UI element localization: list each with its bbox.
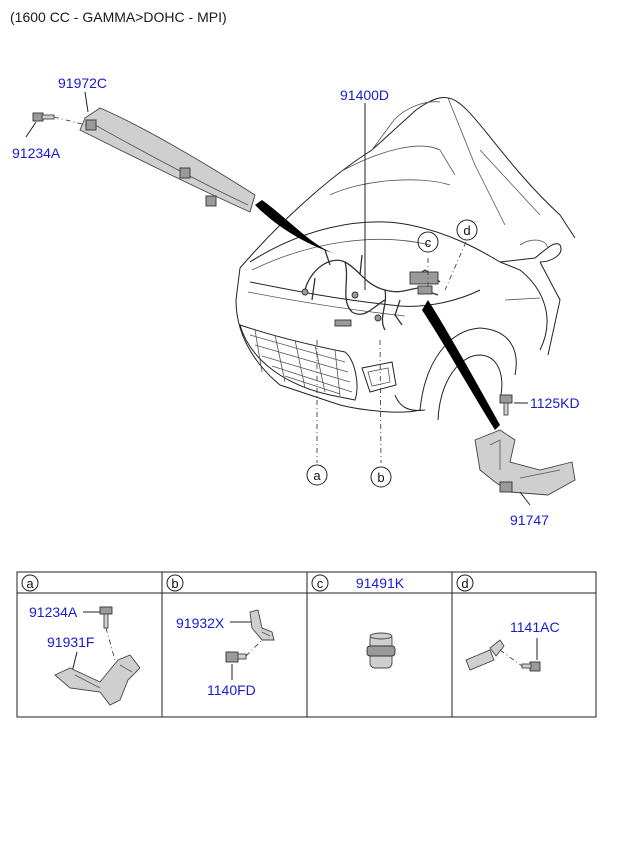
engine-spec-header: (1600 CC - GAMMA>DOHC - MPI) xyxy=(10,9,227,25)
detail-a-part-91931f: 91931F xyxy=(47,634,94,650)
detail-table: a 91234A 91931F b 91932X 1140FD xyxy=(16,571,597,718)
pointer-wedge-top xyxy=(255,200,340,255)
pointer-wedge-right xyxy=(422,300,500,430)
detail-a-part-91234a: 91234A xyxy=(29,604,78,620)
detail-cell-d: d 1141AC xyxy=(456,574,560,672)
bracket-91747 xyxy=(474,429,576,496)
svg-text:a: a xyxy=(313,468,321,483)
front-grille xyxy=(239,324,358,401)
detail-cell-b: b 91932X 1140FD xyxy=(166,574,275,698)
bolt-91234a-detail-icon xyxy=(99,606,113,629)
callout-1125kd: 1125KD xyxy=(530,395,580,411)
detail-b-part-91932x: 91932X xyxy=(176,615,225,631)
protector-91972c xyxy=(79,107,256,213)
vehicle-front-illustration xyxy=(235,97,576,421)
bracket-d-icon xyxy=(465,639,505,671)
callout-91234a-top: 91234A xyxy=(12,145,61,161)
svg-text:c: c xyxy=(425,235,432,250)
marker-d: d xyxy=(456,219,478,241)
svg-text:d: d xyxy=(463,223,470,238)
detail-c-title-91491k: 91491K xyxy=(356,575,405,591)
bolt-91234a-icon xyxy=(32,112,87,126)
bracket-91931f-icon xyxy=(54,654,141,706)
bolt-1140fd-icon xyxy=(225,651,247,663)
clip-91932x-icon xyxy=(249,609,275,641)
svg-text:a: a xyxy=(26,576,34,591)
detail-cell-a: a 91234A 91931F xyxy=(21,574,141,706)
bolt-1125kd-icon xyxy=(499,394,513,416)
marker-c: c xyxy=(417,231,439,253)
bolt-1141ac-icon xyxy=(521,661,541,672)
svg-text:c: c xyxy=(317,576,324,591)
detail-b-part-1140fd: 1140FD xyxy=(207,682,256,698)
marker-b: b xyxy=(370,466,392,488)
callout-91400d: 91400D xyxy=(340,87,389,103)
svg-text:d: d xyxy=(461,576,468,591)
detail-d-part-1141ac: 1141AC xyxy=(510,619,560,635)
grommet-91491k-icon xyxy=(366,632,396,669)
svg-text:b: b xyxy=(377,470,384,485)
svg-text:b: b xyxy=(171,576,178,591)
callout-91747: 91747 xyxy=(510,512,549,528)
detail-cell-c: c 91491K xyxy=(311,574,405,669)
callout-91972c: 91972C xyxy=(58,75,107,91)
marker-a: a xyxy=(306,464,328,486)
engine-wiring-harness xyxy=(301,249,441,331)
